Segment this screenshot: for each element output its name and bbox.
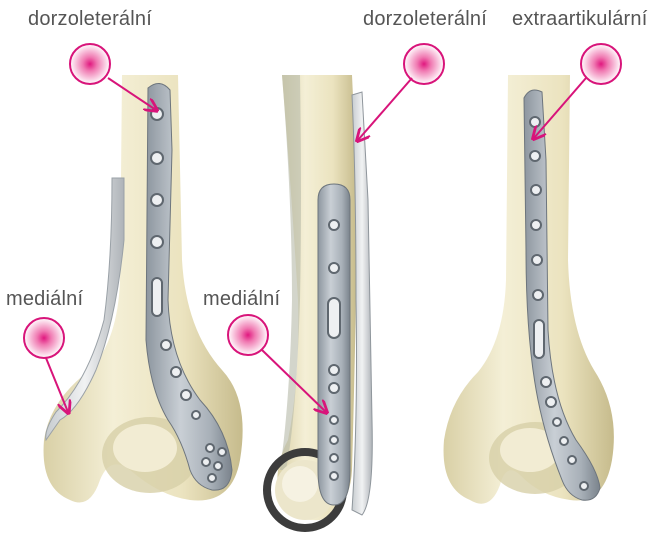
target-marker-icon [228, 315, 268, 355]
arrow-icon [46, 358, 68, 412]
target-marker-icon [70, 44, 110, 84]
arrow-icon [358, 78, 412, 140]
target-marker-icon [581, 44, 621, 84]
target-marker-icon [404, 44, 444, 84]
middle-lateral-plate [318, 184, 350, 505]
target-marker-icon [24, 318, 64, 358]
